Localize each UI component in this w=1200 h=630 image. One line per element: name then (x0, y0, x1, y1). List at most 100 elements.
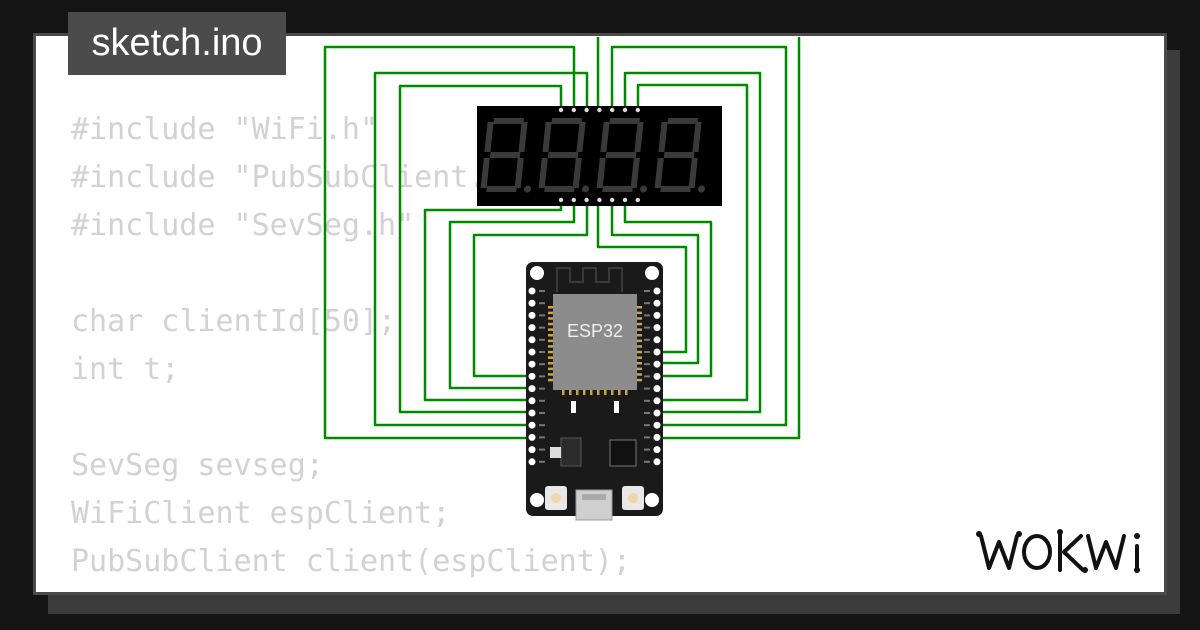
module-pad (548, 378, 553, 382)
segment (692, 122, 702, 152)
segment (514, 158, 524, 188)
display-pin (610, 107, 615, 113)
header-pin (528, 446, 536, 454)
display-pin (622, 107, 628, 113)
smd-component (614, 401, 619, 413)
wire (623, 71, 762, 414)
code-line: SevSeg sevseg; (71, 448, 324, 483)
module-pad (562, 390, 565, 395)
wire (658, 37, 801, 440)
code-line: #include "WiFi.h" (71, 112, 379, 147)
header-pin (528, 421, 536, 429)
pin-label-mark (644, 326, 650, 329)
module-pad (583, 390, 586, 395)
module-pad (611, 390, 614, 395)
pin-label-mark (644, 290, 650, 292)
module-pad (637, 367, 642, 371)
module-pad (548, 345, 553, 348)
esp32-board: ESP32 (526, 262, 663, 521)
decimal-point (640, 185, 648, 193)
header-pin (528, 299, 536, 307)
pin-label-mark (539, 448, 545, 451)
pin-label-mark (644, 375, 650, 378)
pin-label-mark (644, 436, 650, 439)
module-pad (597, 390, 600, 395)
digit (538, 118, 590, 193)
wire (610, 45, 788, 427)
segment (596, 158, 606, 188)
voltage-regulator (560, 437, 582, 467)
pin-label-mark (539, 412, 545, 414)
module-pad (548, 367, 553, 371)
module-pad (548, 317, 553, 320)
pin-label-mark (644, 338, 650, 341)
segment (493, 118, 524, 124)
code-line: #include "PubSubClient.h" (71, 160, 523, 195)
segment (654, 158, 664, 188)
code-line: WiFiClient espClient; (71, 496, 451, 531)
code-line: PubSubClient client(espClient); (71, 544, 631, 579)
display-pin (622, 197, 628, 203)
pin-label-mark (539, 375, 545, 378)
module-pad (569, 390, 572, 395)
digit (480, 118, 532, 193)
display-pin (610, 197, 615, 203)
mounting-hole (645, 493, 659, 507)
pin-label-mark (539, 363, 545, 366)
pin-label-mark (539, 399, 545, 402)
wires (323, 37, 801, 440)
display-pin (597, 197, 602, 203)
seven-segment-display (477, 106, 722, 206)
segment (609, 118, 640, 124)
module-pad (604, 390, 607, 395)
header-pin (528, 287, 536, 295)
mounting-hole (530, 493, 544, 507)
module-pad (637, 356, 642, 359)
pin-label-mark (644, 363, 650, 366)
header-pin (528, 324, 536, 332)
button-cap (628, 493, 638, 503)
segment (600, 122, 610, 152)
module-pad (637, 339, 642, 343)
display-pin (558, 107, 564, 113)
header-pin (653, 360, 661, 368)
module-pad (637, 311, 642, 315)
display-pin (597, 107, 602, 113)
pin-label-mark (644, 448, 650, 451)
display-pin (571, 107, 576, 113)
pin-label-mark (644, 412, 650, 414)
segment (667, 118, 698, 124)
module-pad (637, 350, 642, 354)
code-line: int t; (71, 352, 180, 387)
wire (448, 203, 576, 390)
segment (542, 122, 552, 152)
pin-label-mark (539, 314, 545, 317)
segment (602, 186, 633, 192)
wire (373, 71, 589, 427)
module-pad (548, 356, 553, 359)
digit (596, 118, 648, 193)
code-line: char clientId[50]; (71, 304, 397, 339)
pin-label-mark (644, 460, 650, 463)
antenna-icon (556, 267, 623, 292)
pin-label-mark (539, 338, 545, 341)
module-pad (637, 322, 642, 326)
segment (658, 122, 668, 152)
header-pin (528, 397, 536, 405)
module-pad (548, 373, 553, 376)
segment (660, 186, 691, 192)
display-pin (571, 197, 576, 203)
module-pad (637, 334, 642, 337)
header-pin (528, 372, 536, 380)
header-pin (653, 446, 661, 454)
board-label: ESP32 (567, 321, 623, 341)
wire (610, 203, 700, 365)
module-pad (548, 334, 553, 337)
module-pad (548, 306, 553, 309)
segment (484, 122, 494, 152)
wire (423, 203, 563, 402)
segment (547, 152, 579, 158)
header-pin (528, 311, 536, 319)
header-pin (528, 433, 536, 441)
